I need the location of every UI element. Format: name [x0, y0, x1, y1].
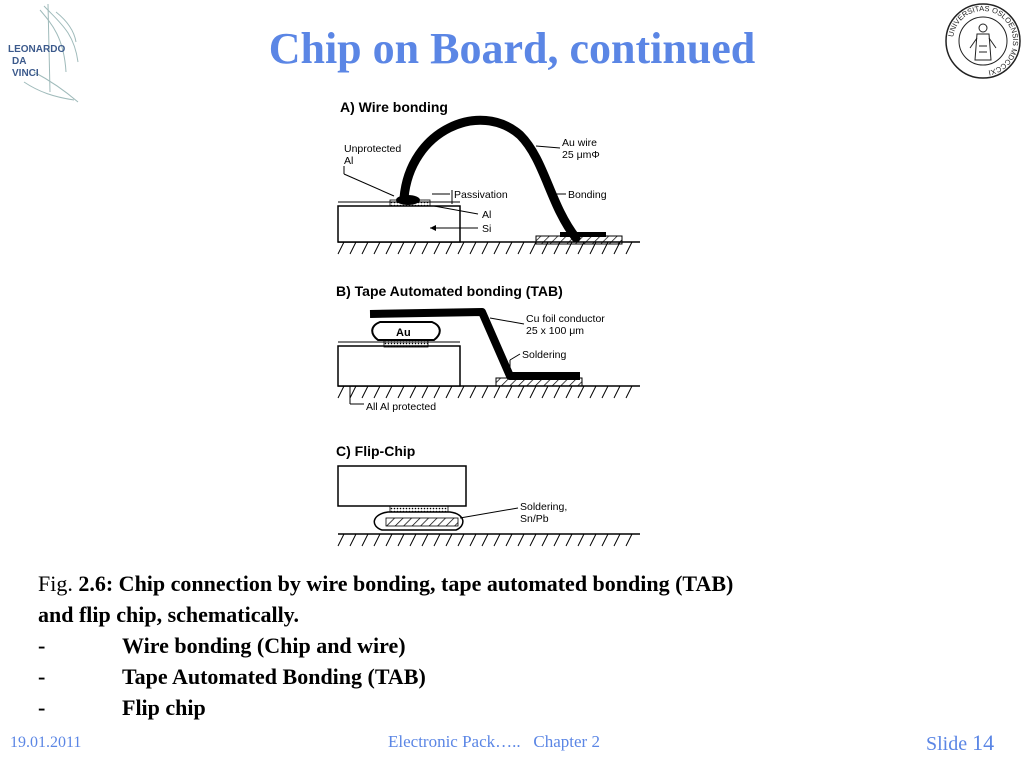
bullet-text: Flip chip [122, 695, 206, 720]
label-au: Au [396, 327, 411, 339]
label-al-top: Al [344, 155, 353, 167]
panel-wire-bonding: A) Wire bonding [337, 99, 640, 255]
chip-connection-figure: A) Wire bonding [330, 90, 650, 552]
panel-tab-bonding: B) Tape Automated bonding (TAB) [336, 283, 640, 413]
bullet-text: Tape Automated Bonding (TAB) [122, 664, 426, 689]
footer-center-text: Electronic Pack….. Chapter 2 [388, 732, 600, 751]
leonardo-da-vinci-logo: LEONARDO DA VINCI [4, 2, 82, 106]
panel-c-heading: C) Flip-Chip [336, 443, 415, 459]
bullet-dash: - [38, 664, 46, 689]
slide-title: Chip on Board, continued [268, 24, 756, 73]
bullet-dash: - [38, 633, 46, 658]
slide-number: 14 [972, 730, 995, 755]
label-25um: 25 μmΦ [562, 149, 600, 161]
label-tab-soldering: Soldering [522, 349, 567, 361]
label-cu-dims: 25 x 100 μm [526, 325, 584, 337]
logo-line-1: LEONARDO [8, 44, 65, 55]
panel-a-heading: A) Wire bonding [340, 99, 448, 115]
label-flip-soldering: Soldering, [520, 501, 567, 513]
label-passivation: Passivation [454, 189, 508, 201]
panel-flip-chip: C) Flip-Chip Soldering, [336, 443, 640, 547]
label-bonding: Bonding [568, 189, 607, 201]
caption-line-1: Fig. 2.6: Chip connection by wire bondin… [38, 568, 988, 599]
panel-b-heading: B) Tape Automated bonding (TAB) [336, 283, 563, 299]
label-au-wire: Au wire [562, 137, 597, 149]
caption-line-2: and flip chip, schematically. [38, 602, 299, 627]
footer-date: 19.01.2011 [10, 734, 82, 751]
caption-bullet: - Wire bonding (Chip and wire) [38, 630, 988, 661]
caption-fig-title: 2.6: Chip connection by wire bonding, ta… [78, 571, 734, 596]
slide-label: Slide [926, 733, 973, 755]
logo-line-3: VINCI [12, 68, 39, 79]
bullet-text: Wire bonding (Chip and wire) [122, 633, 406, 658]
label-cu-foil: Cu foil conductor [526, 313, 605, 325]
label-al: Al [482, 209, 491, 221]
logo-line-2: DA [12, 56, 26, 67]
footer-course-chapter: Electronic Pack….. Chapter 2 [388, 732, 600, 752]
university-seal-icon: UNIVERSITAS OSLOENSIS MDCCCXI [944, 2, 1022, 80]
footer-slide-number: Slide 14 [926, 730, 994, 756]
label-si: Si [482, 223, 491, 235]
label-all-al-protected: All Al protected [366, 401, 436, 413]
caption-fig-prefix: Fig. [38, 571, 79, 596]
figure-caption: Fig. 2.6: Chip connection by wire bondin… [38, 568, 988, 723]
bullet-dash: - [38, 695, 46, 720]
label-unprotected: Unprotected [344, 143, 401, 155]
caption-bullet: - Flip chip [38, 692, 988, 723]
caption-bullet: - Tape Automated Bonding (TAB) [38, 661, 988, 692]
label-snpb: Sn/Pb [520, 513, 549, 525]
